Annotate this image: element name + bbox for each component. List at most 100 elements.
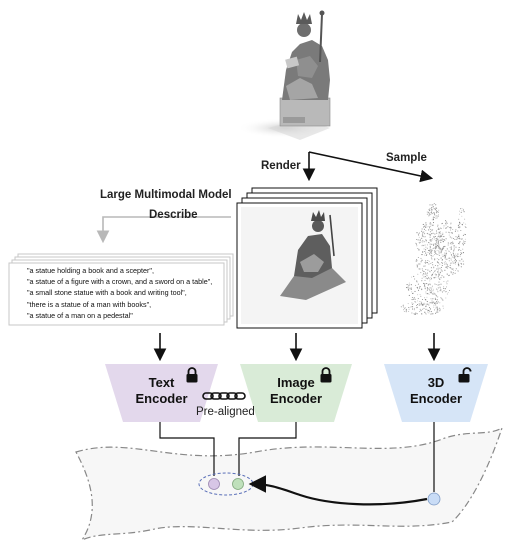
point-cloud-point	[419, 263, 421, 265]
point-cloud-point	[453, 248, 455, 250]
point-cloud-point	[439, 271, 441, 273]
point-cloud-point	[441, 275, 443, 277]
point-cloud-point	[407, 288, 409, 290]
point-cloud-point	[459, 210, 461, 212]
point-cloud-point	[411, 299, 413, 301]
point-cloud-point	[430, 211, 433, 213]
point-cloud-point	[430, 223, 432, 225]
point-cloud-point	[430, 301, 432, 303]
point-cloud-point	[421, 302, 423, 304]
caption-item: "a statue holding a book and a scepter",	[27, 266, 154, 275]
image-embedding-point	[232, 478, 244, 490]
point-cloud-point	[427, 284, 429, 286]
point-cloud-point	[425, 268, 427, 271]
point-cloud-point	[437, 238, 439, 241]
point-cloud-point	[408, 282, 410, 284]
point-cloud-point	[452, 272, 454, 274]
point-cloud-point	[458, 260, 460, 262]
point-cloud-point	[438, 281, 440, 283]
point-cloud-point	[418, 232, 420, 234]
point-cloud-point	[462, 243, 464, 245]
point-cloud-point	[450, 222, 452, 224]
point-cloud-point	[434, 293, 436, 295]
point-cloud-point	[458, 265, 460, 267]
statue-photo	[237, 10, 333, 140]
threed-encoder-line1: 3D	[427, 375, 445, 390]
point-cloud-point	[438, 227, 440, 229]
point-cloud-point	[436, 245, 439, 247]
point-cloud-point	[431, 302, 433, 305]
point-cloud-point	[428, 307, 431, 309]
point-cloud-point	[464, 225, 466, 228]
point-cloud-point	[462, 248, 464, 250]
point-cloud-point	[427, 303, 429, 305]
point-cloud-point	[442, 305, 444, 307]
point-cloud-point	[432, 249, 434, 251]
point-cloud-point	[421, 228, 423, 230]
point-cloud-point	[405, 310, 407, 312]
point-cloud-point	[425, 252, 427, 254]
point-cloud-point	[428, 260, 430, 262]
point-cloud-point	[454, 261, 457, 263]
point-cloud-point	[448, 250, 450, 252]
point-cloud-point	[419, 287, 421, 289]
point-cloud-point	[415, 312, 417, 314]
point-cloud-point	[432, 212, 434, 215]
point-cloud-point	[445, 286, 448, 288]
point-cloud-point	[427, 288, 429, 291]
point-cloud-point	[409, 287, 411, 289]
point-cloud-point	[411, 296, 413, 299]
point-cloud-point	[434, 214, 436, 216]
point-cloud-point	[459, 213, 461, 215]
point-cloud-point	[424, 225, 426, 227]
point-cloud-point	[444, 250, 446, 252]
point-cloud-point	[448, 275, 450, 277]
point-cloud-point	[453, 250, 455, 252]
point-cloud-point	[430, 292, 433, 294]
point-cloud-point	[423, 248, 425, 250]
point-cloud-point	[433, 277, 435, 279]
point-cloud-point	[424, 276, 426, 278]
point-cloud-point	[442, 236, 444, 238]
point-cloud-point	[413, 297, 415, 299]
point-cloud-point	[428, 226, 431, 228]
point-cloud-point	[432, 204, 434, 206]
point-cloud-point	[428, 277, 430, 279]
point-cloud-point	[426, 272, 428, 274]
point-cloud-point	[450, 246, 452, 248]
point-cloud-point	[458, 255, 460, 257]
point-cloud-point	[426, 275, 428, 277]
point-cloud-point	[429, 271, 431, 273]
point-cloud-point	[429, 287, 431, 289]
point-cloud-point	[431, 219, 433, 221]
point-cloud-point	[417, 283, 419, 285]
point-cloud-point	[440, 227, 442, 229]
point-cloud-point	[424, 288, 426, 290]
point-cloud-point	[429, 310, 431, 312]
point-cloud-point	[432, 224, 434, 226]
point-cloud-point	[434, 233, 436, 235]
point-cloud-point	[447, 280, 449, 282]
point-cloud-point	[425, 239, 427, 242]
point-cloud-point	[429, 250, 431, 252]
point-cloud-point	[440, 257, 442, 259]
point-cloud-point	[430, 207, 433, 209]
point-cloud-point	[421, 303, 423, 305]
text-encoder-line1: Text	[148, 375, 175, 390]
point-cloud-point	[452, 268, 454, 270]
point-cloud-point	[457, 253, 459, 255]
point-cloud-point	[435, 274, 438, 276]
point-cloud-point	[437, 226, 439, 228]
point-cloud-point	[440, 277, 442, 279]
point-cloud-point	[418, 248, 420, 250]
point-cloud-point	[447, 291, 449, 294]
point-cloud-point	[435, 276, 437, 278]
point-cloud-point	[432, 264, 434, 266]
point-cloud-point	[425, 277, 427, 279]
point-cloud-point	[435, 217, 437, 219]
point-cloud-point	[429, 246, 431, 248]
point-cloud-point	[442, 307, 444, 309]
point-cloud-point	[450, 248, 452, 251]
point-cloud-point	[431, 299, 433, 301]
point-cloud-point	[420, 303, 422, 305]
